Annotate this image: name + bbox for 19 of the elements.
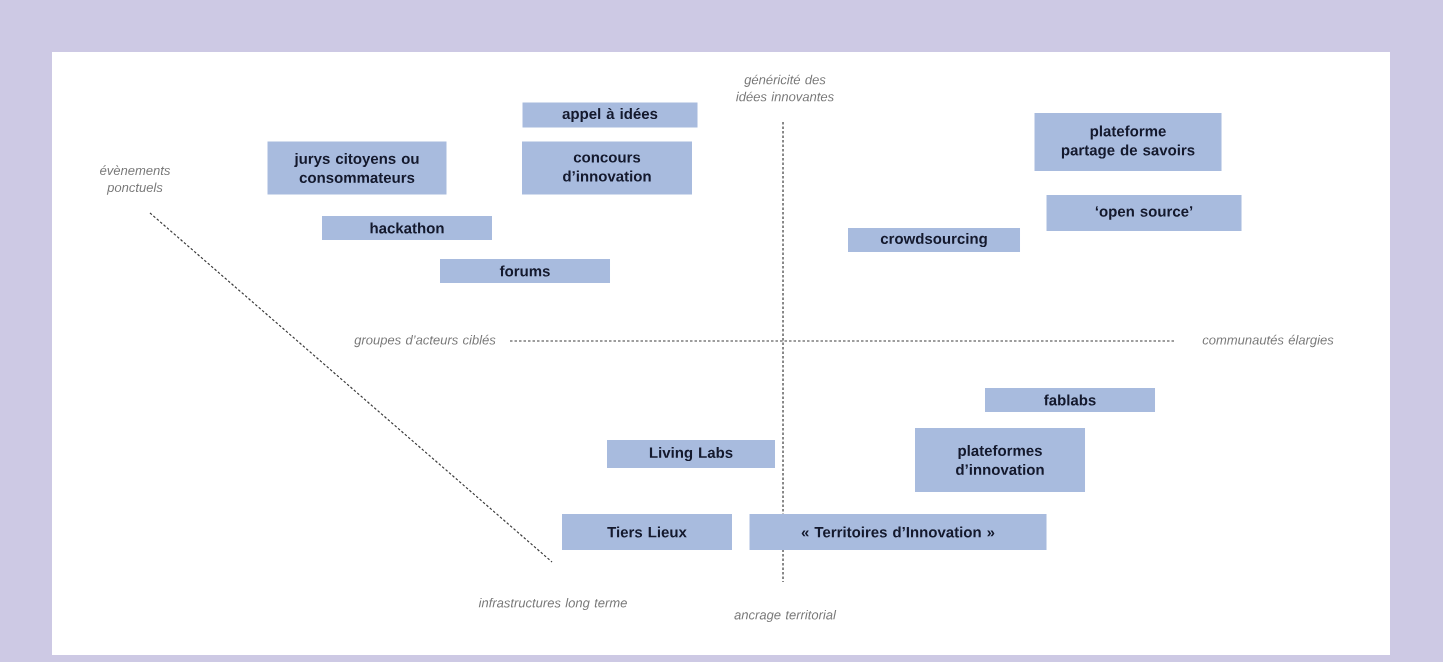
label-box: Living Labs [607, 440, 775, 468]
axis-label: généricité des idées innovantes [736, 74, 834, 102]
label-box: plateforme partage de savoirs [1034, 113, 1222, 171]
label-box: concours d’innovation [522, 141, 692, 195]
axis-label: groupes d’acteurs ciblés [354, 334, 496, 348]
label-box: plateformes d’innovation [915, 428, 1085, 492]
label-box: crowdsourcing [848, 228, 1020, 252]
label-box: jurys citoyens ou consommateurs [267, 141, 447, 195]
axis-label: communautés élargies [1202, 334, 1334, 348]
label-box: forums [440, 259, 610, 283]
label-box: Tiers Lieux [562, 514, 732, 550]
axis-label: ancrage territorial [734, 609, 837, 623]
label-box: fablabs [985, 388, 1155, 412]
label-box: appel à idées [522, 102, 698, 128]
axis-label: évènements ponctuels [100, 165, 171, 195]
label-box: hackathon [322, 216, 492, 240]
label-box: ‘open source’ [1046, 195, 1242, 231]
label-box: « Territoires d’Innovation » [749, 514, 1047, 550]
axis-label: infrastructures long terme [478, 597, 627, 611]
